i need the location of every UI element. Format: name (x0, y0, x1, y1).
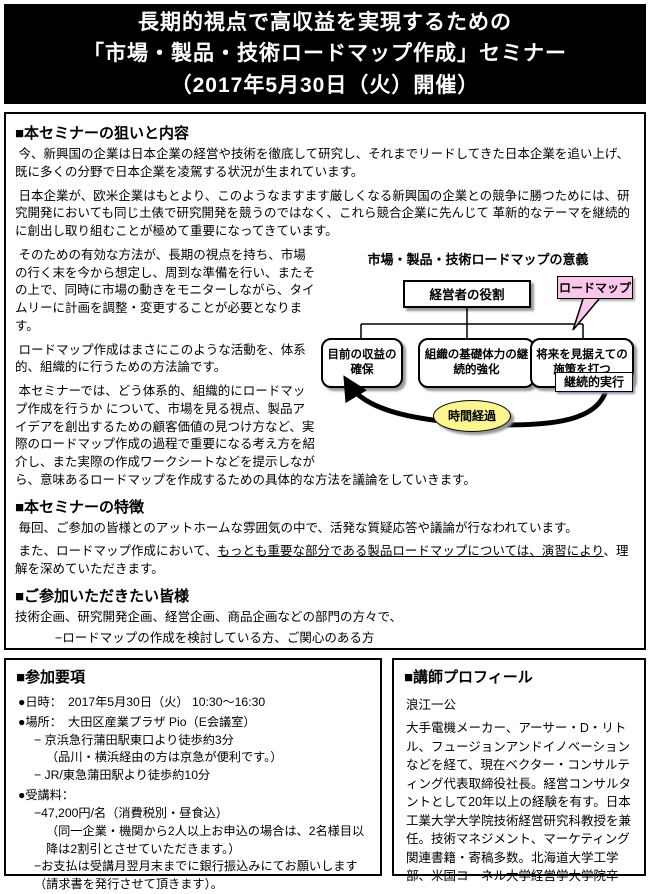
requirement-item-place: ●場所： 大田区産業プラザ Pio（E会議室） (18, 714, 256, 729)
lecturer-bio: 大手電機メーカー、アーサー・D・リトル、フュージョンアンドイノベーションなどを経… (406, 721, 632, 883)
requirement-item-access-keikyu: − 京浜急行蒲田駅東口より徒歩約3分 (34, 732, 234, 747)
requirement-item-fee-discount: （同一企業・機関から2人以上お申込の場合は、2名様目以降は2割引とさせていただき… (46, 823, 365, 856)
executive-role-box: 経営者の役割 (403, 279, 531, 308)
requirement-item-payment: −お支払は受講月翌月末までに銀行振込みにてお願いします（請求書を発行させて頂きま… (34, 859, 358, 892)
features-p2-suffix: 、理解を深めていただきます。 (15, 544, 629, 576)
audience-heading: ■ご参加いただきたい皆様 (15, 587, 190, 605)
features-paragraph-2: また、ロードマップ作成において、もっとも重要な部分である製品ロードマップについて… (15, 543, 635, 579)
overview-paragraph-4: ロードマップ作成はまさにこのような活動を、体系的、組織的に行うための方法論です。 (15, 342, 306, 375)
callout-tail (572, 298, 600, 331)
participation-requirements-box: ■参加要項 ●日時： 2017年5月30日（火） 10:30～16:30 ●場所… (4, 658, 382, 891)
page: { "header": { "line1": "長期的視点で高収益を実現するため… (0, 4, 650, 891)
requirement-item-fee-amount: −47,200円/名（消費税別・昼食込） (34, 805, 229, 820)
seminar-overview-box: ■本セミナーの狙いと内容 今、新興国の企業は日本企業の経営や技術を徹底して研究し… (4, 112, 646, 650)
time-elapsed-ellipse: 時間経過 (433, 399, 511, 432)
bottom-section: ■参加要項 ●日時： 2017年5月30日（火） 10:30～16:30 ●場所… (4, 658, 646, 891)
roadmap-diagram: 市場・製品・技術ロードマップの意義 経営者の役割 ロードマップ 目前の収益の確保… (321, 247, 635, 459)
audience-item: −毎年のロードマップの作成を改善したいとお考えの方 (15, 648, 635, 649)
profile-heading: ■講師プロフィール (404, 669, 533, 686)
diagram-connectors (343, 298, 610, 428)
features-p2-prefix: また、ロードマップ作成において、 (15, 544, 218, 559)
features-heading: ■本セミナーの特徴 (15, 498, 145, 516)
overview-paragraph-3: そのための有効な方法が、長期の視点を持ち、市場の行く末を今から想定し、周到な準備… (15, 247, 316, 333)
audience-intro: 技術企画、研究開発企画、経営企画、商品企画などの部門の方々で、 (15, 609, 403, 624)
title-line-1: 長期的視点で高収益を実現するための (138, 10, 512, 34)
diagram-canvas: 経営者の役割 ロードマップ 目前の収益の確保 組織の基礎体力の継続的強化 将来を… (321, 272, 635, 462)
audience-item: −ロードマップの作成を検討している方、ご関心のある方 (55, 630, 375, 645)
features-p2-underlined: もっとも重要な部分である製品ロードマップについては、演習により (217, 544, 604, 559)
requirement-item-fee: ●受講料： (18, 788, 75, 803)
requirement-item-datetime: ●日時： 2017年5月30日（火） 10:30～16:30 (18, 695, 266, 709)
lecturer-name: 浪江一公 (406, 698, 457, 712)
overview-heading: ■本セミナーの狙いと内容 (15, 125, 190, 142)
title-line-2: 「市場・製品・技術ロードマップ作成」セミナー (83, 42, 567, 66)
diagram-title: 市場・製品・技術ロードマップの意義 (367, 251, 589, 267)
hierarchy-lines (360, 307, 584, 338)
title-line-3: （2017年5月30日（火）開催） (170, 73, 480, 97)
features-paragraph-1: 毎回、ご参加の皆様とのアットホームな雰囲気の中で、活発な質疑応答や議論が行なわれ… (15, 520, 578, 535)
overview-paragraph-5: 本セミナーでは、どう体系的、組織的にロードマップ作成を行うか について、市場を見… (15, 384, 476, 487)
roadmap-callout: ロードマップ (557, 275, 633, 299)
lecturer-profile-box: ■講師プロフィール 浪江一公 大手電機メーカー、アーサー・D・リトル、フュージョ… (392, 658, 646, 883)
continuous-execution-box: 継続的実行 (555, 371, 633, 392)
seminar-title-banner: 長期的視点で高収益を実現するための 「市場・製品・技術ロードマップ作成」セミナー… (4, 4, 646, 104)
overview-paragraph-1: 今、新興国の企業は日本企業の経営や技術を徹底して研究し、それまでリードしてきた日… (15, 147, 629, 179)
requirements-heading: ■参加要項 (16, 669, 86, 686)
requirement-item-access-note: （品川・横浜経由の方は京急が便利です。） (46, 750, 283, 765)
requirement-item-access-jr: − JR/東急蒲田駅より徒歩約10分 (34, 768, 211, 783)
overview-paragraph-2: 日本企業が、欧米企業はもとより、このようなますます厳しくなる新興国の企業との競争… (15, 188, 630, 239)
